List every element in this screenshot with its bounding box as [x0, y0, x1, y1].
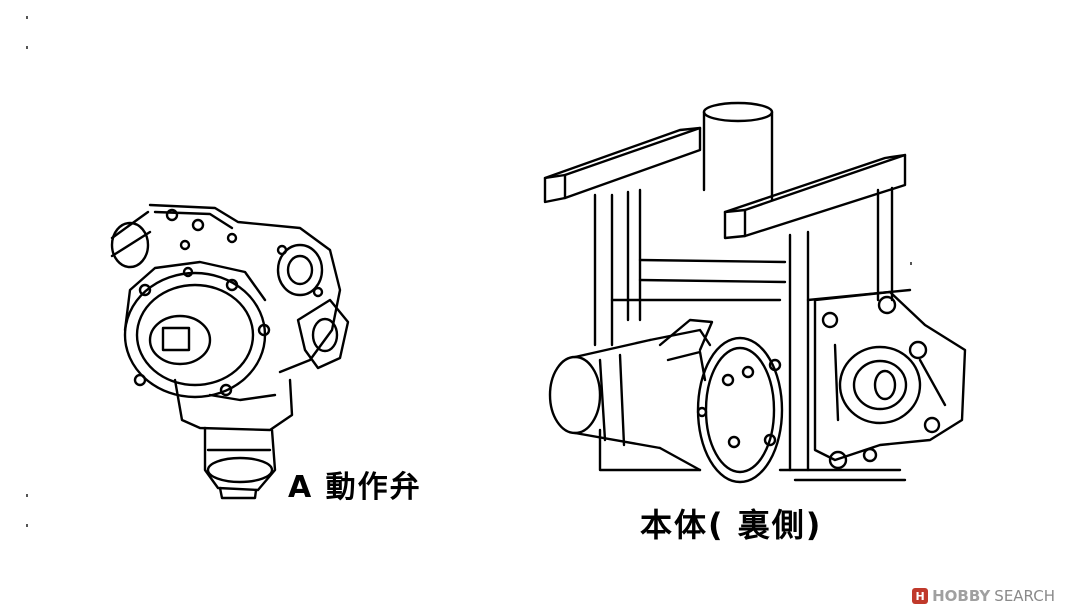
- watermark-logo-icon: H: [912, 588, 929, 604]
- scan-speck: [26, 494, 28, 497]
- scan-speck: [26, 524, 28, 527]
- watermark-search: SEARCH: [994, 587, 1055, 605]
- watermark: H HOBBY SEARCH: [912, 587, 1055, 605]
- main-body-drawing: [543, 101, 967, 484]
- operating-valve-label: A 動作弁: [288, 470, 422, 505]
- scan-speck: [26, 46, 28, 49]
- scan-speck: [26, 16, 28, 19]
- scan-speck: [910, 262, 912, 265]
- operating-valve-drawing: [110, 203, 350, 500]
- watermark-brand: HOBBY: [932, 587, 991, 605]
- main-body-label: 本体( 裏側): [640, 506, 823, 544]
